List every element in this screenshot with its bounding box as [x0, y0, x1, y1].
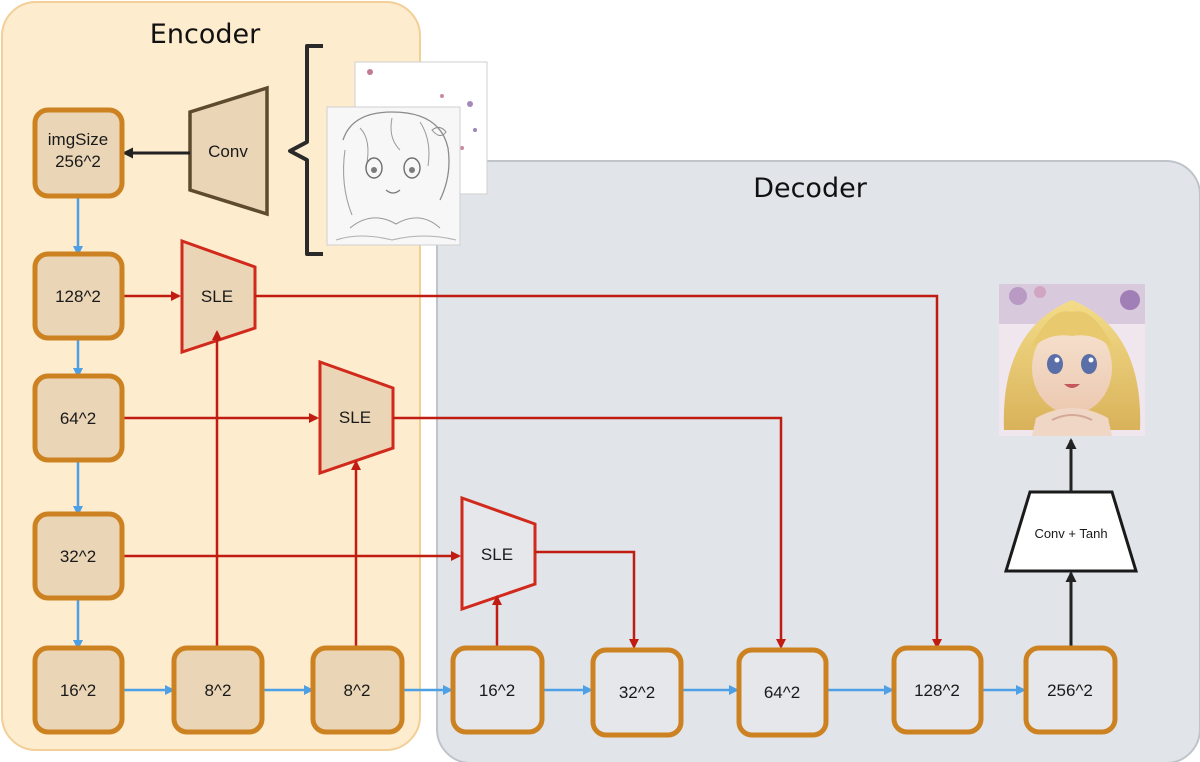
enc-8a-label: 8^2: [205, 681, 232, 700]
enc-64-label: 64^2: [60, 409, 96, 428]
enc-128-label: 128^2: [55, 287, 101, 306]
node-enc-32: 32^2: [32, 511, 125, 601]
enc-16-label: 16^2: [60, 681, 96, 700]
node-imgsize-256: imgSize 256^2: [32, 107, 125, 199]
node-dec-64: 64^2: [736, 647, 829, 738]
node-enc-8b: 8^2: [310, 645, 405, 735]
decoder-nodes: 16^2 32^2 64^2 128^2 256^2: [450, 645, 1118, 738]
enc-32-label: 32^2: [60, 547, 96, 566]
black-arrows: [122, 147, 1077, 648]
conv-tanh-label: Conv + Tanh: [1034, 526, 1107, 541]
blue-arrows: [73, 196, 1026, 695]
sle-2-label: SLE: [339, 408, 371, 427]
sle-block-1: [180, 238, 257, 355]
sle-block-3: [460, 495, 537, 612]
imgsize-line2: 256^2: [55, 152, 101, 171]
node-enc-64: 64^2: [32, 373, 125, 463]
arrow-sle2-to-dec64: [393, 416, 786, 649]
dec-128-label: 128^2: [914, 681, 960, 700]
arrow-sle3-to-dec32: [535, 550, 639, 649]
sle-1-label: SLE: [201, 287, 233, 306]
sle-block-2: [318, 359, 395, 476]
imgsize-line1: imgSize: [48, 130, 108, 149]
red-arrows: [122, 291, 942, 649]
conv-label: Conv: [208, 142, 248, 161]
decoder-title: Decoder: [753, 173, 868, 204]
encoder-nodes: imgSize 256^2 128^2 64^2 32^2 16^2 8^2 8…: [32, 107, 405, 735]
node-dec-16: 16^2: [450, 645, 545, 735]
dec-64-label: 64^2: [764, 683, 800, 702]
dec-32-label: 32^2: [619, 683, 655, 702]
input-bracket: [288, 44, 323, 256]
sle-3-label: SLE: [481, 545, 513, 564]
input-sketch-images: [326, 61, 488, 246]
arrow-sle1-to-dec128: [255, 294, 942, 649]
node-enc-16: 16^2: [32, 645, 125, 735]
conv-tanh-block: [1003, 490, 1139, 573]
dec-256-label: 256^2: [1047, 681, 1093, 700]
output-generated-image: [999, 284, 1145, 436]
node-dec-32: 32^2: [590, 647, 684, 738]
node-enc-128: 128^2: [32, 251, 125, 341]
enc-8b-label: 8^2: [344, 681, 371, 700]
dec-16-label: 16^2: [479, 681, 515, 700]
node-dec-128: 128^2: [891, 645, 984, 735]
input-sketch-front-image: [326, 106, 461, 246]
node-enc-8a: 8^2: [171, 645, 265, 735]
conv-block: [188, 85, 269, 217]
node-dec-256: 256^2: [1023, 645, 1118, 735]
encoder-title: Encoder: [150, 19, 261, 50]
